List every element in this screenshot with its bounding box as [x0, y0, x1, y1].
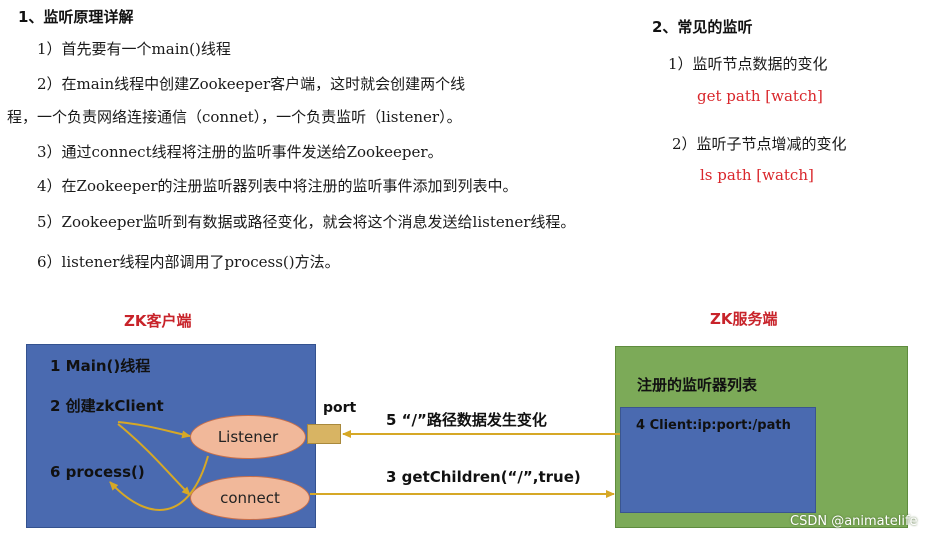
arrow-create-to-connect — [117, 423, 191, 496]
section-heading-principle: 1、监听原理详解 — [18, 8, 134, 26]
registry-entry: 4 Client:ip:port:/path — [636, 418, 791, 433]
message-path-changed: 5 “/”路径数据发生变化 — [386, 411, 547, 429]
listener-label: Listener — [217, 428, 279, 446]
common-cmd-2: ls path [watch] — [700, 166, 814, 184]
principle-item-2: 2）在main线程中创建Zookeeper客户端，这时就会创建两个线 — [37, 75, 466, 93]
port-label: port — [323, 400, 357, 416]
principle-item-1: 1）首先要有一个main()线程 — [37, 40, 231, 58]
connect-thread-oval: connect — [190, 476, 310, 520]
common-item-2: 2）监听子节点增减的变化 — [672, 135, 847, 153]
connect-label: connect — [220, 489, 280, 507]
principle-item-5: 5）Zookeeper监听到有数据或路径变化，就会将这个消息发送给listene… — [37, 213, 576, 231]
principle-item-3: 3）通过connect线程将注册的监听事件发送给Zookeeper。 — [37, 143, 443, 161]
common-item-1: 1）监听节点数据的变化 — [668, 55, 828, 73]
port-box — [307, 424, 341, 444]
client-title: ZK客户端 — [124, 312, 192, 330]
arrow-create-to-listener — [117, 421, 191, 439]
registry-box — [620, 407, 816, 513]
section-heading-common: 2、常见的监听 — [652, 18, 753, 36]
common-cmd-1: get path [watch] — [697, 87, 823, 105]
server-title: ZK服务端 — [710, 310, 778, 328]
listener-thread-oval: Listener — [190, 415, 306, 459]
watermark: CSDN @animatelife — [790, 514, 918, 529]
principle-item-6: 6）listener线程内部调用了process()方法。 — [37, 253, 340, 271]
client-create-zkclient: 2 创建zkClient — [50, 397, 164, 415]
registry-title: 注册的监听器列表 — [637, 376, 758, 394]
message-getchildren: 3 getChildren(“/”,true) — [386, 468, 581, 486]
principle-item-4: 4）在Zookeeper的注册监听器列表中将注册的监听事件添加到列表中。 — [37, 177, 518, 195]
client-process: 6 process() — [50, 463, 145, 481]
client-main-thread: 1 Main()线程 — [50, 357, 151, 375]
arrow-listener-to-process — [109, 455, 209, 511]
principle-item-2-cont: 程，一个负责网络连接通信（connet），一个负责监听（listener）。 — [7, 108, 462, 126]
